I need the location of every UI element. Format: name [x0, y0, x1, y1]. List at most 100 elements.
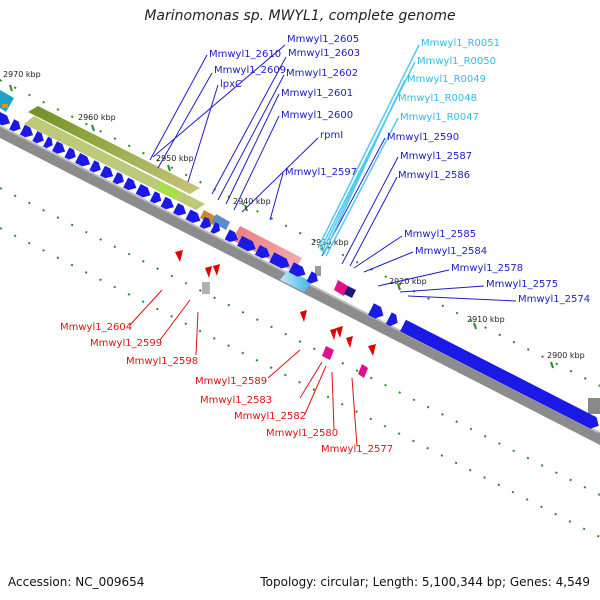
gene-label: Mmwyl1_2578 [451, 263, 523, 274]
gene-label: Mmwyl1_2590 [387, 132, 459, 143]
rna-label: Mmwyl1_R0051 [421, 38, 500, 49]
gene-label: Mmwyl1_2601 [281, 88, 353, 99]
feature-navy [344, 286, 356, 298]
cds-arrow [400, 319, 599, 429]
genome-summary: Topology: circular; Length: 5,100,344 bp… [260, 575, 590, 589]
feature-magenta-rev-2 [358, 364, 368, 378]
cds-arrow [149, 191, 162, 204]
gene-label: Mmwyl1_2584 [415, 246, 487, 257]
gene-label: Mmwyl1_2585 [404, 229, 476, 240]
tick-label: 2900 kbp [547, 351, 585, 360]
feature-right-gray [588, 398, 600, 414]
reverse-cds-arrow [346, 336, 353, 348]
cds-arrow [237, 235, 256, 252]
feature-orange [2, 104, 8, 108]
gene-label: Mmwyl1_2597 [285, 167, 357, 178]
cds-arrow [19, 124, 34, 138]
gene-label: Mmwyl1_2604 [60, 322, 132, 333]
cds-arrow [64, 147, 76, 160]
cds-arrow [100, 165, 114, 179]
gene-label: Mmwyl1_2605 [287, 34, 359, 45]
rna-label: Mmwyl1_R0050 [417, 56, 496, 67]
rna-label: Mmwyl1_R0048 [398, 93, 477, 104]
cds-arrow [306, 271, 318, 284]
cds-arrow [112, 172, 124, 185]
accession-text: Accession: NC_009654 [8, 575, 145, 589]
tick-label: 2970 kbp [3, 70, 41, 79]
reverse-cds-arrow [205, 266, 212, 278]
gene-label: rpmI [320, 130, 343, 141]
gene-label: Mmwyl1_2582 [234, 411, 306, 422]
leader-lines-forward [149, 44, 517, 302]
forward-cds [0, 112, 600, 434]
feature-magenta [334, 280, 348, 296]
reverse-labels: Mmwyl1_2604 Mmwyl1_2599 Mmwyl1_2598 Mmwy… [60, 322, 393, 455]
gene-label: Mmwyl1_2603 [288, 48, 360, 59]
cds-arrow [288, 262, 306, 277]
cds-arrow [52, 141, 66, 154]
tick-label: 2910 kbp [467, 315, 505, 324]
reverse-cds-arrow [300, 310, 307, 322]
cds-arrow [185, 209, 201, 223]
cds-arrow [210, 222, 221, 234]
gene-label: Mmwyl1_2587 [400, 151, 472, 162]
leader-lines-rna [317, 44, 420, 257]
gene-label: Mmwyl1_2600 [281, 110, 353, 121]
reverse-cds-arrow [175, 250, 183, 262]
gene-label: Mmwyl1_2583 [200, 395, 272, 406]
feature-band-olive [28, 106, 200, 194]
feature-bands [0, 90, 600, 414]
cds-arrow [123, 177, 137, 191]
gene-label: Mmwyl1_2599 [90, 338, 162, 349]
rna-label: Mmwyl1_R0047 [400, 112, 479, 123]
cds-arrow [0, 112, 10, 126]
dotted-guides [0, 79, 600, 538]
gene-label: Mmwyl1_2589 [195, 376, 267, 387]
gene-label: Mmwyl1_2586 [398, 170, 470, 181]
cds-arrow [269, 252, 290, 269]
gene-label: lpxC [220, 79, 242, 90]
cds-arrow [9, 119, 21, 132]
gene-label: Mmwyl1_2610 [209, 49, 281, 60]
cds-arrow [385, 312, 398, 327]
tick-label: 2950 kbp [156, 154, 194, 163]
cds-arrow [75, 153, 91, 167]
feature-gray [315, 266, 321, 276]
gene-label: Mmwyl1_2575 [486, 279, 558, 290]
cds-arrow [368, 303, 384, 319]
gene-label: Mmwyl1_2602 [286, 68, 358, 79]
cds-arrow [224, 229, 238, 242]
cds-arrow [254, 245, 270, 259]
rna-labels: Mmwyl1_R0051 Mmwyl1_R0050 Mmwyl1_R0049 M… [398, 38, 500, 123]
forward-labels: Mmwyl1_2605 Mmwyl1_2610 Mmwyl1_2603 Mmwy… [209, 34, 590, 305]
cds-arrow [32, 131, 44, 144]
reverse-cds [175, 250, 376, 356]
cds-arrow [160, 196, 174, 210]
feature-magenta-rev [322, 346, 334, 360]
feature-band-steel [212, 214, 230, 230]
reverse-cds-arrow [336, 326, 343, 338]
cds-arrow [199, 216, 212, 229]
cds-arrow [89, 160, 101, 173]
gene-label: Mmwyl1_2577 [321, 444, 393, 455]
reverse-cds-arrow [368, 344, 376, 356]
tick-label: 2940 kbp [233, 197, 271, 206]
cds-arrow [173, 203, 187, 216]
feature-band-left [0, 90, 14, 112]
feature-band-lime [156, 182, 180, 200]
feature-band-cyan [280, 270, 312, 292]
leader-lines-reverse [129, 289, 358, 447]
feature-gray-rev [202, 282, 210, 294]
cds-arrow [43, 136, 53, 149]
reverse-cds-arrow [213, 264, 220, 276]
tick-label: 2960 kbp [78, 113, 116, 122]
gene-label: Mmwyl1_2580 [266, 428, 338, 439]
gene-label: Mmwyl1_2574 [518, 294, 590, 305]
tick-label: 2920 kbp [389, 277, 427, 286]
cds-arrow [135, 184, 151, 198]
gene-label: Mmwyl1_2598 [126, 356, 198, 367]
reverse-cds-arrow [330, 328, 337, 340]
gene-label: Mmwyl1_2609 [214, 65, 286, 76]
map-title: Marinomonas sp. MWYL1, complete genome [144, 8, 456, 24]
